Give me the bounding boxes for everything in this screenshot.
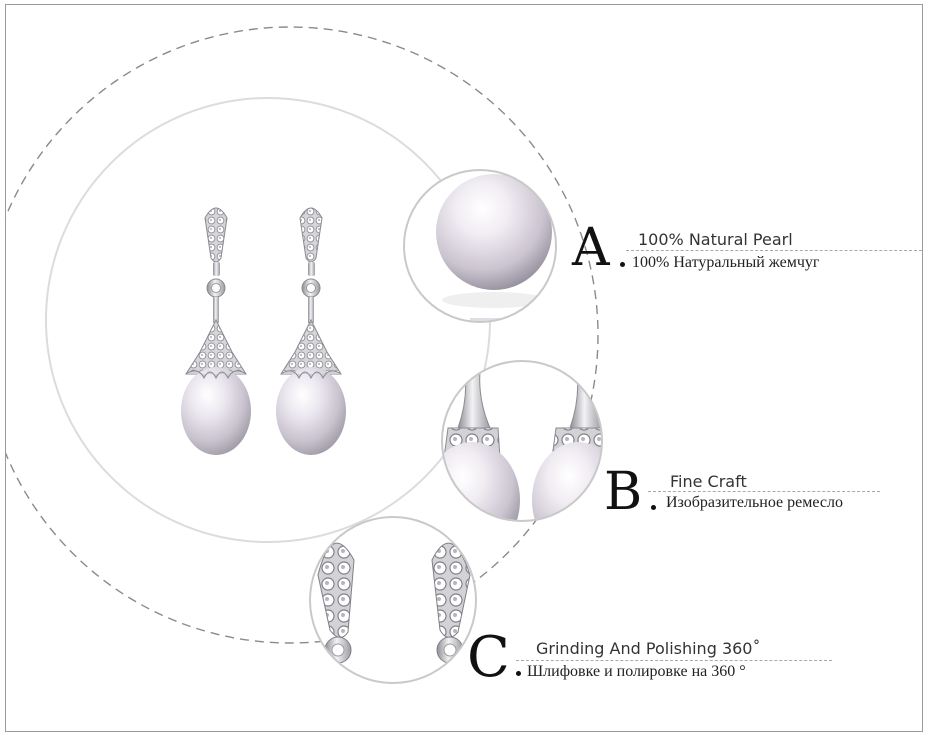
feature-title-en-b: Fine Craft [670, 472, 747, 491]
image-frame [5, 4, 923, 732]
feature-dot-c [516, 671, 521, 676]
dashed-orbit-circle [6, 26, 599, 644]
pearl-closeup-icon [403, 169, 557, 323]
earring-left [181, 207, 251, 455]
feature-letter-c: C [467, 625, 510, 690]
pearl-cap-closeup-icon [441, 360, 603, 522]
feature-title-ru-c: Шлифовке и полировке на 360 ° [527, 663, 746, 680]
earring-right [276, 207, 346, 455]
feature-title-ru-a: 100% Натуральный жемчуг [632, 254, 820, 271]
feature-letter-a: A [572, 218, 610, 278]
crystal-top-closeup-icon [309, 516, 477, 684]
feature-dot-b [651, 505, 656, 510]
feature-title-en-c: Grinding And Polishing 360˚ [536, 639, 761, 658]
feature-rule-b [648, 491, 880, 492]
feature-title-ru-b: Изобразительное ремесло [666, 494, 843, 511]
feature-dot-a [620, 262, 625, 267]
inner-halo-circle [45, 97, 491, 543]
feature-title-en-a: 100% Natural Pearl [638, 230, 793, 249]
feature-rule-a [626, 250, 922, 251]
feature-letter-b: B [604, 462, 643, 522]
feature-rule-c [516, 660, 832, 661]
